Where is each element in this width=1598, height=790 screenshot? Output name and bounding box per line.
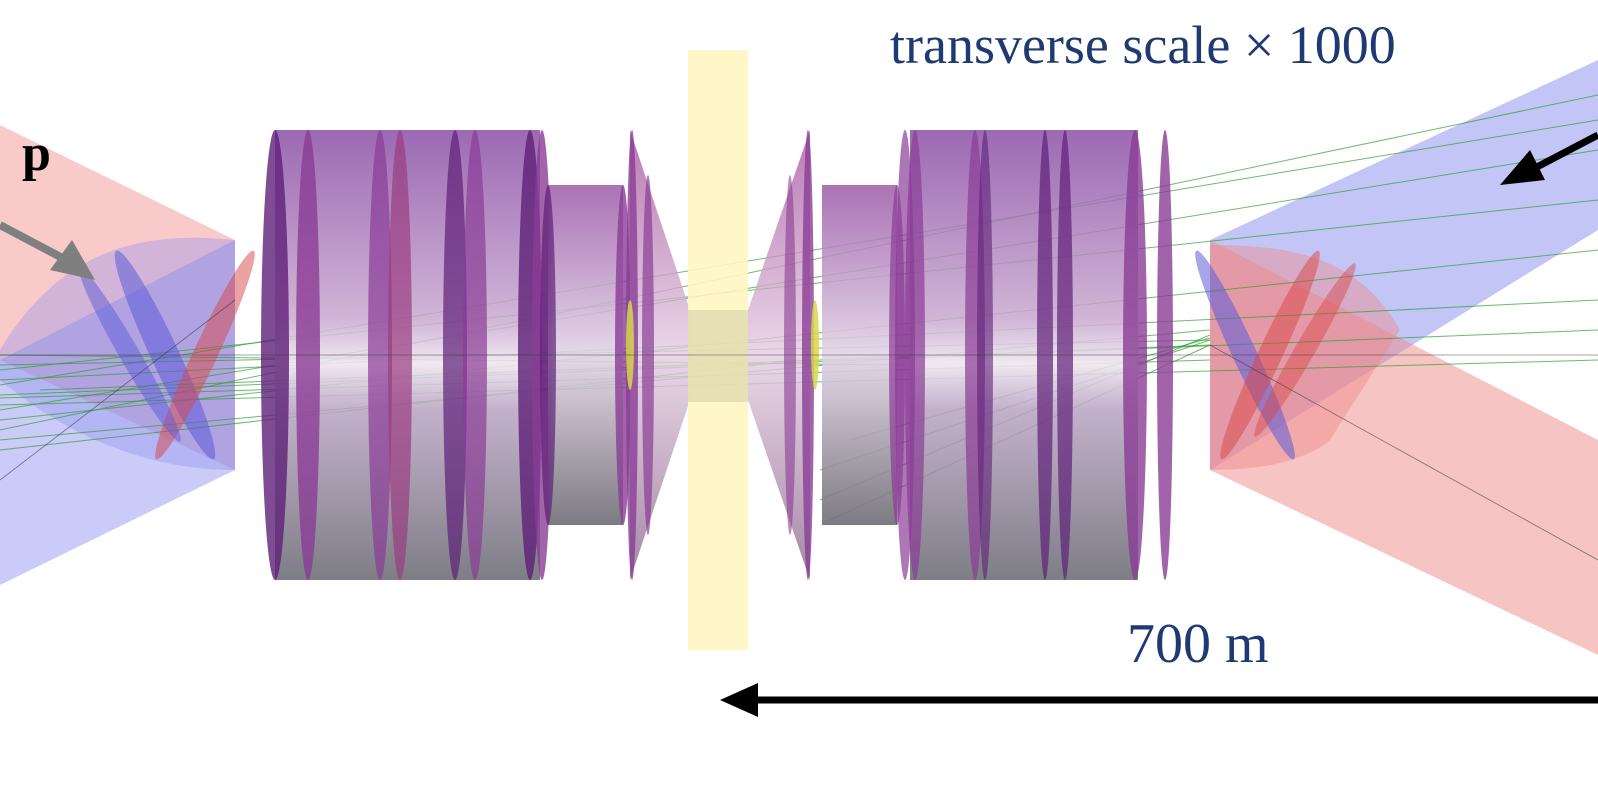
left-arrow-icon xyxy=(720,683,1598,717)
particle-label: p xyxy=(22,125,51,182)
left-diagonal-line xyxy=(0,299,236,481)
outgoing-arrow xyxy=(1500,131,1598,185)
incoming-proton-arrow xyxy=(0,221,95,280)
right-diagonal-line xyxy=(1209,344,1598,561)
beam-pipe-center xyxy=(688,310,748,402)
transverse-scale-label: transverse scale × 1000 xyxy=(890,15,1396,75)
right-red-lobe xyxy=(1210,245,1400,470)
right-red-beam xyxy=(1210,240,1598,655)
length-label: 700 m xyxy=(1127,613,1269,675)
left-blue-beam xyxy=(0,240,235,585)
